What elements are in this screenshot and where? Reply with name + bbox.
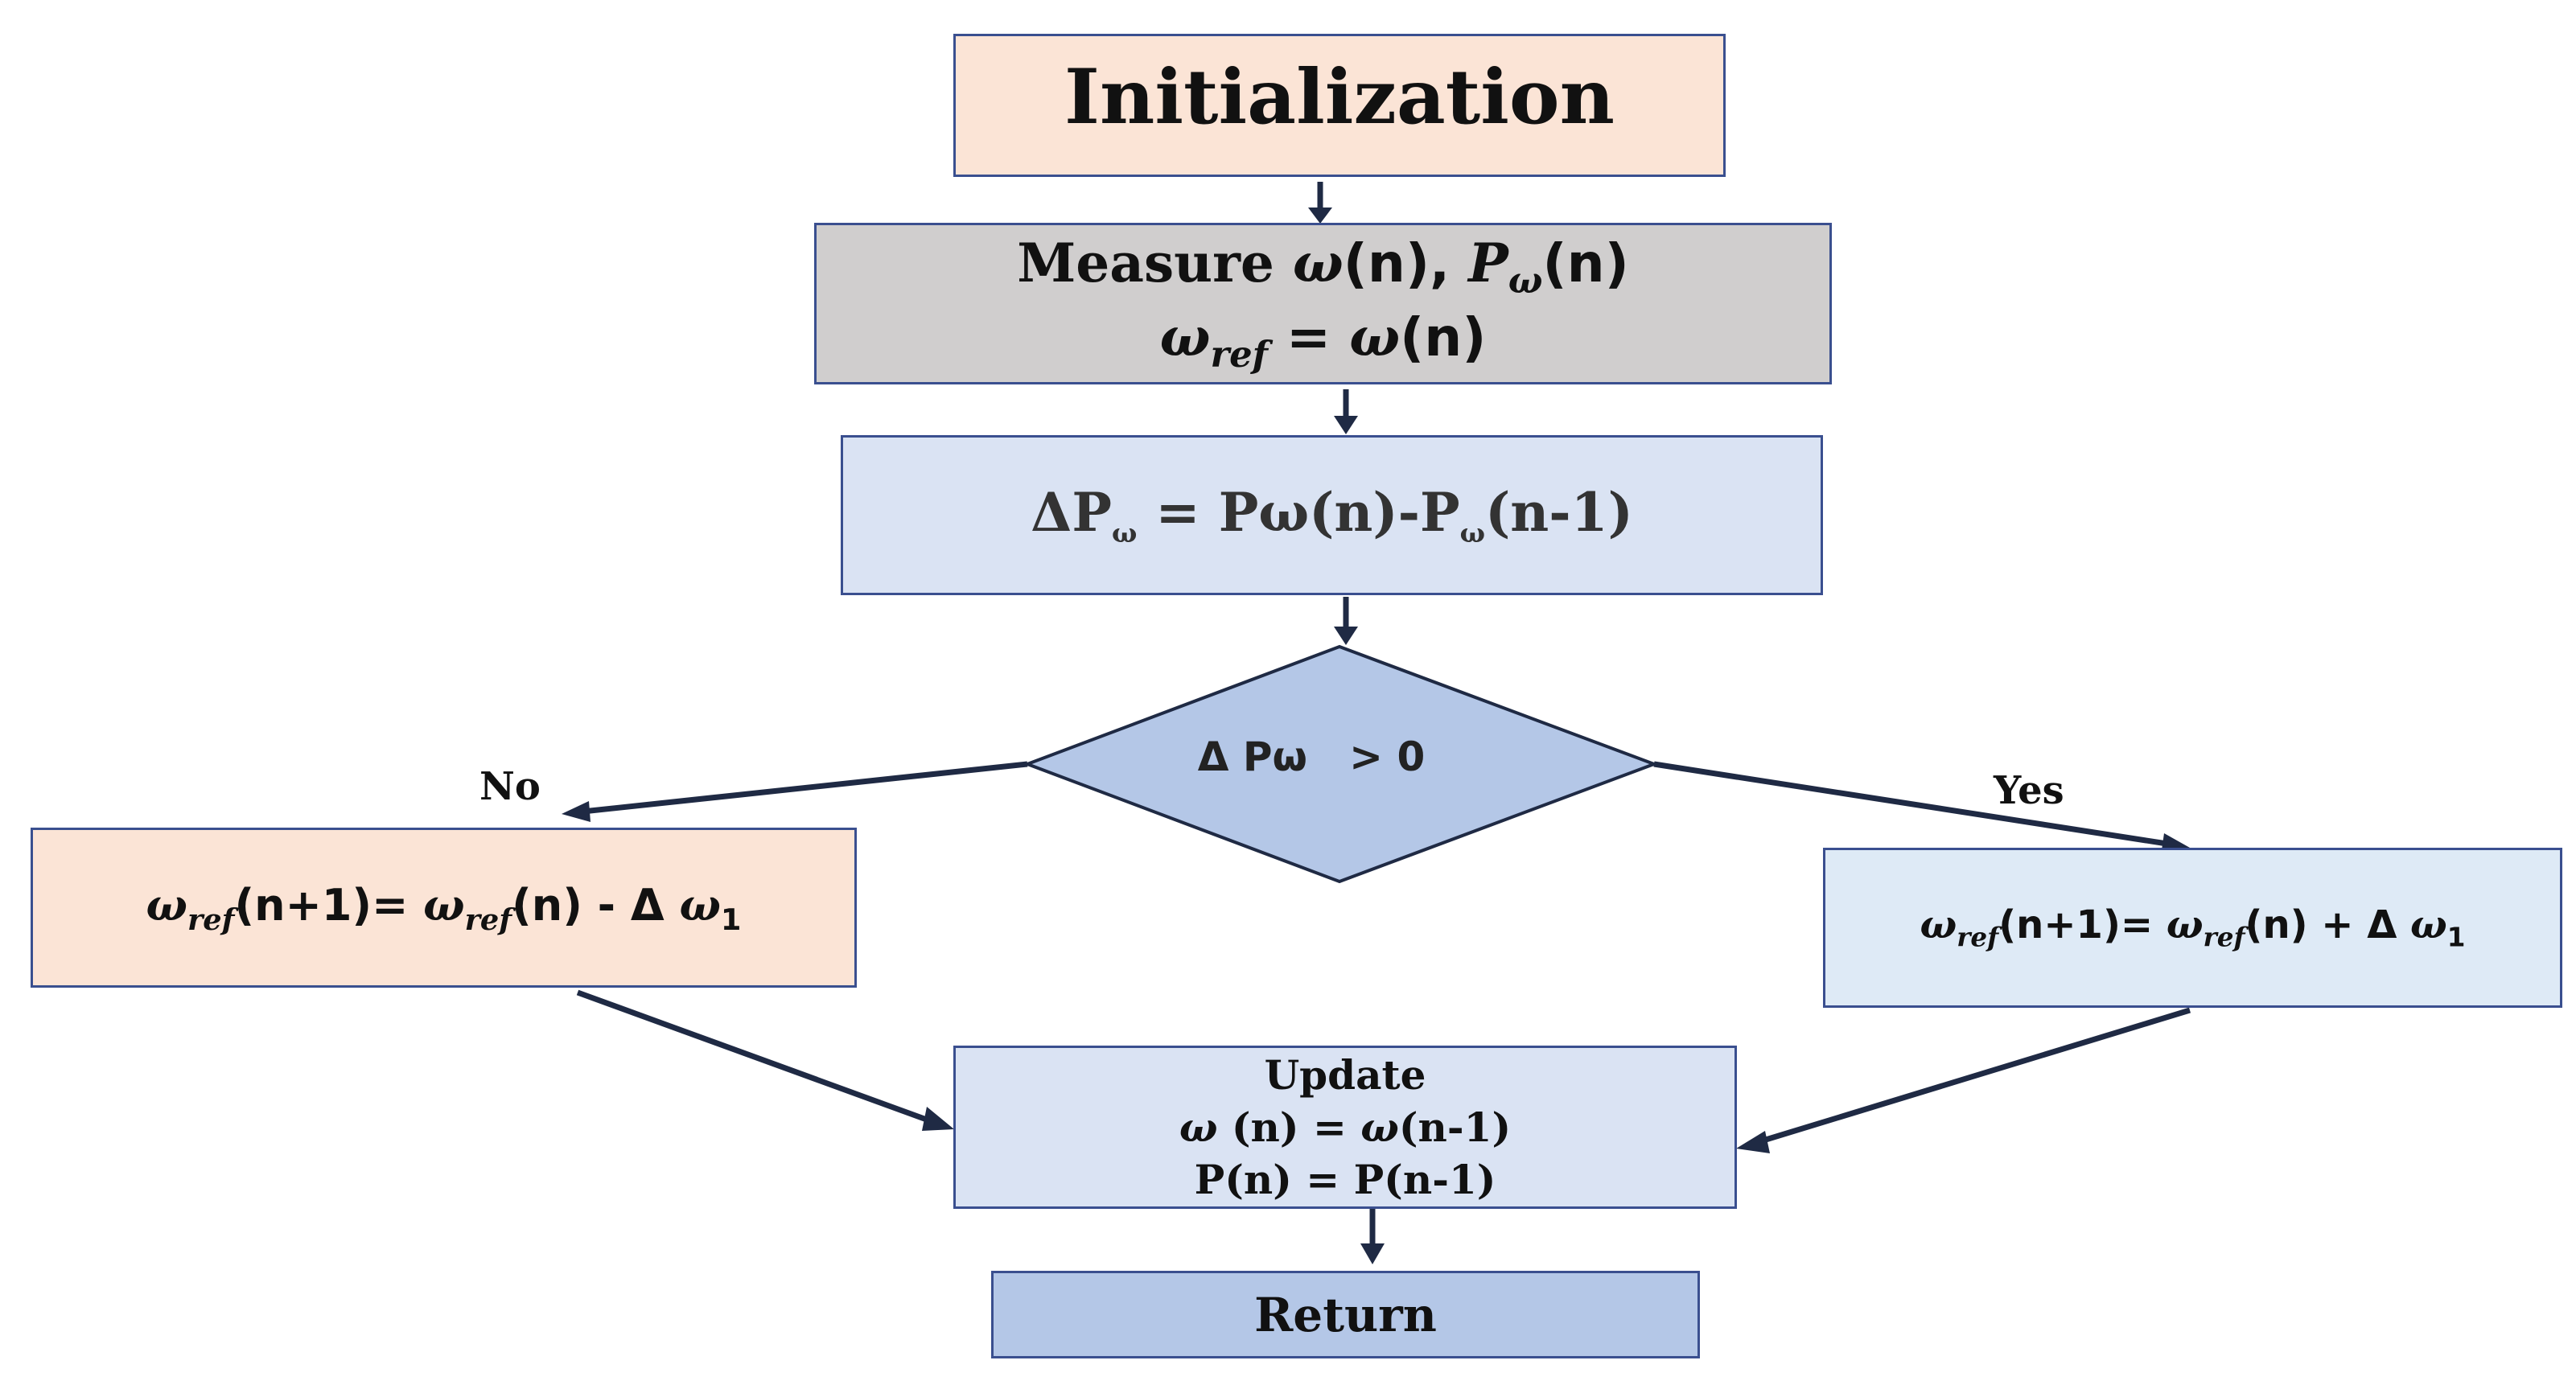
arrowhead-deltap xyxy=(1334,416,1358,434)
arrow-decision-to-no xyxy=(574,761,1028,816)
initialization-label: Initialization xyxy=(1064,53,1615,142)
measure-box: Measure ω(n), Pω(n) ωref = ω(n) xyxy=(814,223,1832,384)
measure-line-2: ωref = ω(n) xyxy=(1159,305,1487,376)
yes-branch-formula: ωref(n+1)= ωref(n) + Δ ω1 xyxy=(1920,902,2466,953)
no-branch-box: ωref(n+1)= ωref(n) - Δ ω1 xyxy=(31,828,857,988)
arrowhead-update-left xyxy=(922,1107,954,1131)
arrowhead-no xyxy=(562,801,591,822)
arrowhead-measure xyxy=(1308,208,1332,224)
arrow-yes-to-update xyxy=(1756,1007,2191,1145)
measure-line-1: Measure ω(n), Pω(n) xyxy=(1017,232,1629,302)
update-power-line: P(n) = P(n-1) xyxy=(1194,1156,1496,1203)
arrow-no-to-update xyxy=(576,989,935,1125)
decision-diamond xyxy=(1023,644,1659,884)
arrow-decision-to-yes xyxy=(1653,761,2173,848)
arrowhead-update-right xyxy=(1736,1131,1770,1153)
arrowhead-decision xyxy=(1334,627,1358,645)
no-branch-formula: ωref(n+1)= ωref(n) - Δ ω1 xyxy=(146,878,742,937)
yes-label: Yes xyxy=(1994,768,2064,813)
return-label: Return xyxy=(1254,1287,1437,1342)
arrowhead-return xyxy=(1360,1243,1385,1264)
decision-label: Δ Pω > 0 xyxy=(1197,734,1426,780)
delta-p-box: ΔPω = Pω(n)-Pω(n-1) xyxy=(841,435,1823,595)
update-title: Update xyxy=(1264,1051,1426,1099)
no-label: No xyxy=(479,764,541,809)
update-box: Update ω (n) = ω(n-1) P(n) = P(n-1) xyxy=(953,1046,1737,1209)
delta-p-formula: ΔPω = Pω(n)-Pω(n-1) xyxy=(1031,481,1633,549)
return-box: Return xyxy=(991,1271,1700,1358)
yes-branch-box: ωref(n+1)= ωref(n) + Δ ω1 xyxy=(1823,848,2562,1008)
update-omega-line: ω (n) = ω(n-1) xyxy=(1179,1103,1512,1151)
initialization-box: Initialization xyxy=(953,34,1726,177)
